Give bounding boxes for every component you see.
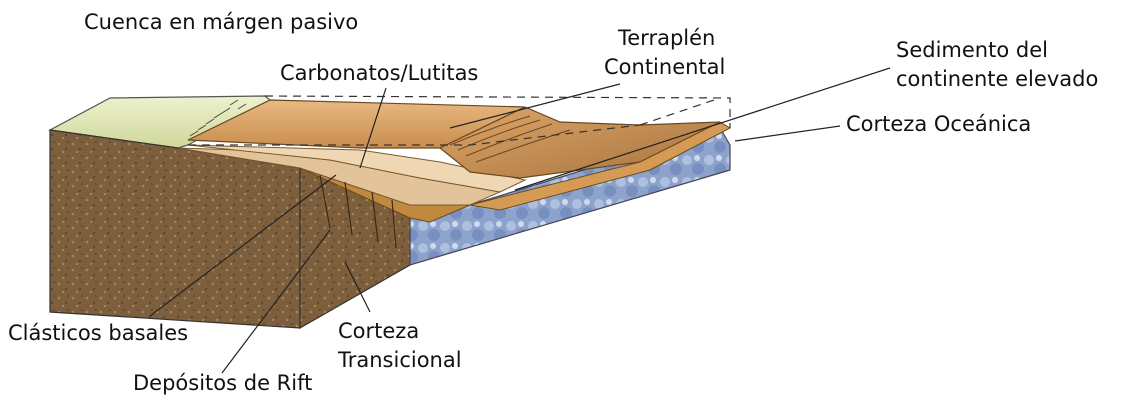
diagram-title: Cuenca en márgen pasivo [84, 10, 358, 34]
label-corteza-oceanica: Corteza Oceánica [846, 112, 1031, 136]
label-sedimento-line2: continente elevado [896, 67, 1098, 91]
label-terraplen-line1: Terraplén [617, 26, 715, 50]
label-transicional-line1: Corteza [338, 319, 419, 343]
label-rift: Depósitos de Rift [133, 371, 312, 395]
label-clasticos: Clásticos basales [8, 321, 188, 345]
label-sedimento-line1: Sedimento del [896, 38, 1048, 62]
label-terraplen-line2: Continental [604, 55, 725, 79]
label-carbonatos: Carbonatos/Lutitas [280, 61, 478, 85]
label-transicional-line2: Transicional [337, 348, 462, 372]
